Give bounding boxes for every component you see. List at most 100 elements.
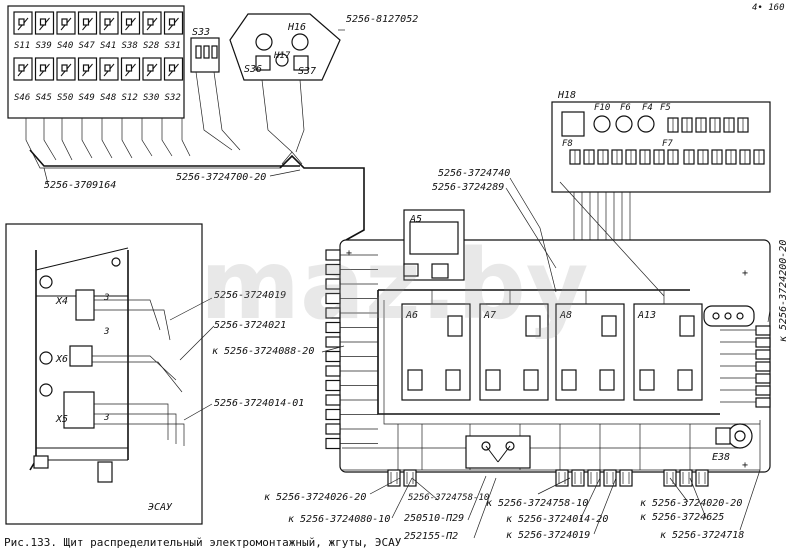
svg-text:+: + (742, 460, 748, 471)
esau-panel: X4 X6 X5 3 3 3 ЭСАУ (5, 223, 203, 525)
switch-bottom-label: S32 (165, 93, 181, 103)
ref-3724700: 5256-3724700-20 (176, 172, 266, 183)
switch-top-label: S40 (57, 41, 73, 51)
a8-label: A8 (559, 310, 572, 321)
f8-label: F8 (562, 139, 573, 149)
switch-bottom-label: S30 (143, 93, 159, 103)
switch-bottom-label: S48 (100, 93, 116, 103)
relay-modules: A6 A7 A8 A13 (401, 290, 703, 401)
esau-title: ЭСАУ (148, 502, 173, 513)
switch-bottom-label: S50 (57, 93, 73, 103)
h18-label: H18 (557, 90, 576, 101)
ref-3724625: к 5256-3724625 (640, 512, 724, 523)
ref-3724021: 5256-3724021 (214, 320, 286, 331)
left-connector-column (325, 249, 378, 450)
x5-label: X5 (55, 414, 68, 425)
switch-bottom-label: S45 (36, 93, 52, 103)
connector (755, 349, 771, 360)
switch-top-label: S11 (14, 41, 30, 51)
bottom-connectors (387, 469, 709, 487)
switch-top-label: S47 (79, 41, 96, 51)
a7-label: A7 (483, 310, 496, 321)
ref-3724080: к 5256-3724080-10 (288, 514, 390, 525)
switch-panel: S11 S39 S40 S47 S41 S38 S28 S31 S46 S45 S50 S49 S48… (7, 5, 300, 169)
right-connector-column (720, 325, 771, 408)
switch-row-top: S11 S39 S40 S47 S41 S38 S28 S31 (13, 11, 184, 51)
switch-bottom-label: S12 (122, 93, 138, 103)
s37-label: S37 (298, 66, 316, 77)
ref-252155: 252155-П2 (404, 531, 458, 542)
switch-top-label: S31 (165, 41, 181, 51)
connector (325, 408, 341, 421)
f5-label: F5 (660, 103, 671, 113)
connector (325, 423, 341, 435)
f6-label: F6 (620, 103, 631, 113)
ref-3709164: 5256-3709164 (44, 180, 116, 191)
x4-label: X4 (55, 296, 68, 307)
figure-caption: Рис.133. Щит распределительный электромо… (4, 536, 402, 549)
x6-pin: 3 (103, 327, 109, 337)
ref-3724019-left: 5256-3724019 (214, 290, 286, 301)
switch-top-label: S38 (122, 41, 138, 51)
ignition-ref: 5256-8127052 (346, 14, 418, 25)
ref-3724740: 5256-3724740 (438, 168, 510, 179)
x4-pin: 3 (103, 293, 109, 303)
connector (755, 325, 771, 336)
ref-3724019-bot: к 5256-3724019 (506, 530, 590, 541)
ref-3724088: к 5256-3724088-20 (212, 346, 314, 357)
leader-lines (43, 167, 771, 539)
connector (325, 394, 341, 406)
switch-top-label: S39 (36, 41, 52, 51)
ref-250510: 250510-П29 (404, 513, 464, 524)
s33-label: S33 (192, 27, 210, 38)
main-panel: + + + A5 A6 A7 A8 A13 (325, 209, 771, 473)
x5-pin: 3 (103, 413, 109, 423)
svg-text:+: + (346, 248, 352, 259)
connector (755, 385, 771, 396)
connector (619, 469, 633, 487)
h16-label: H16 (287, 22, 306, 33)
switch-row-bottom: S46 S45 S50 S49 S48 S12 S30 S32 (13, 57, 184, 103)
f10-label: F10 (594, 103, 610, 113)
connector (695, 469, 709, 487)
x6-label: X6 (55, 354, 68, 365)
e38-label: E38 (712, 452, 730, 463)
switch-s33: S33 (190, 27, 241, 151)
ref-3724014-01: 5256-3724014-01 (214, 398, 304, 409)
s36-label: S36 (244, 64, 262, 75)
reference-labels: 5256-3709164 5256-3724700-20 5256-372474… (44, 168, 789, 542)
f4-label: F4 (642, 103, 653, 113)
ignition-block: H16 H17 S36 S37 5256-8127052 4• 160 (229, 3, 785, 153)
connector (755, 361, 771, 372)
ref-3724020: к 5256-3724020-20 (640, 498, 742, 509)
fuse-block: H18 F10 F6 F4 F5 F7 F8 (551, 90, 771, 250)
connector (571, 469, 585, 487)
connector (755, 337, 771, 348)
connector (555, 469, 569, 487)
switch-top-label: S28 (143, 41, 159, 51)
ref-3724026: к 5256-3724026-20 (264, 492, 366, 503)
svg-text:+: + (742, 268, 748, 279)
corner-mark: 4• 160 (752, 3, 785, 13)
connector (325, 437, 341, 450)
switch-bottom-label: S46 (14, 93, 30, 103)
watermark: maz.by (200, 229, 588, 341)
switch-bottom-label: S49 (79, 93, 95, 103)
connector (755, 397, 771, 408)
ref-3724718: к 5256-3724718 (660, 530, 744, 541)
ref-3724289: 5256-3724289 (432, 182, 504, 193)
switch-top-label: S41 (100, 41, 116, 51)
a6-label: A6 (405, 310, 418, 321)
connector (325, 365, 341, 377)
a13-label: A13 (637, 310, 656, 321)
f7-label: F7 (662, 139, 673, 149)
a5-label: A5 (409, 214, 422, 225)
connector (325, 350, 341, 363)
ref-3724014-20: к 5256-3724014-20 (506, 514, 608, 525)
connector (403, 469, 417, 487)
ref-3724200: к 5256-3724200-20 (778, 240, 789, 342)
h17-label: H17 (273, 51, 291, 61)
connector (587, 469, 601, 487)
